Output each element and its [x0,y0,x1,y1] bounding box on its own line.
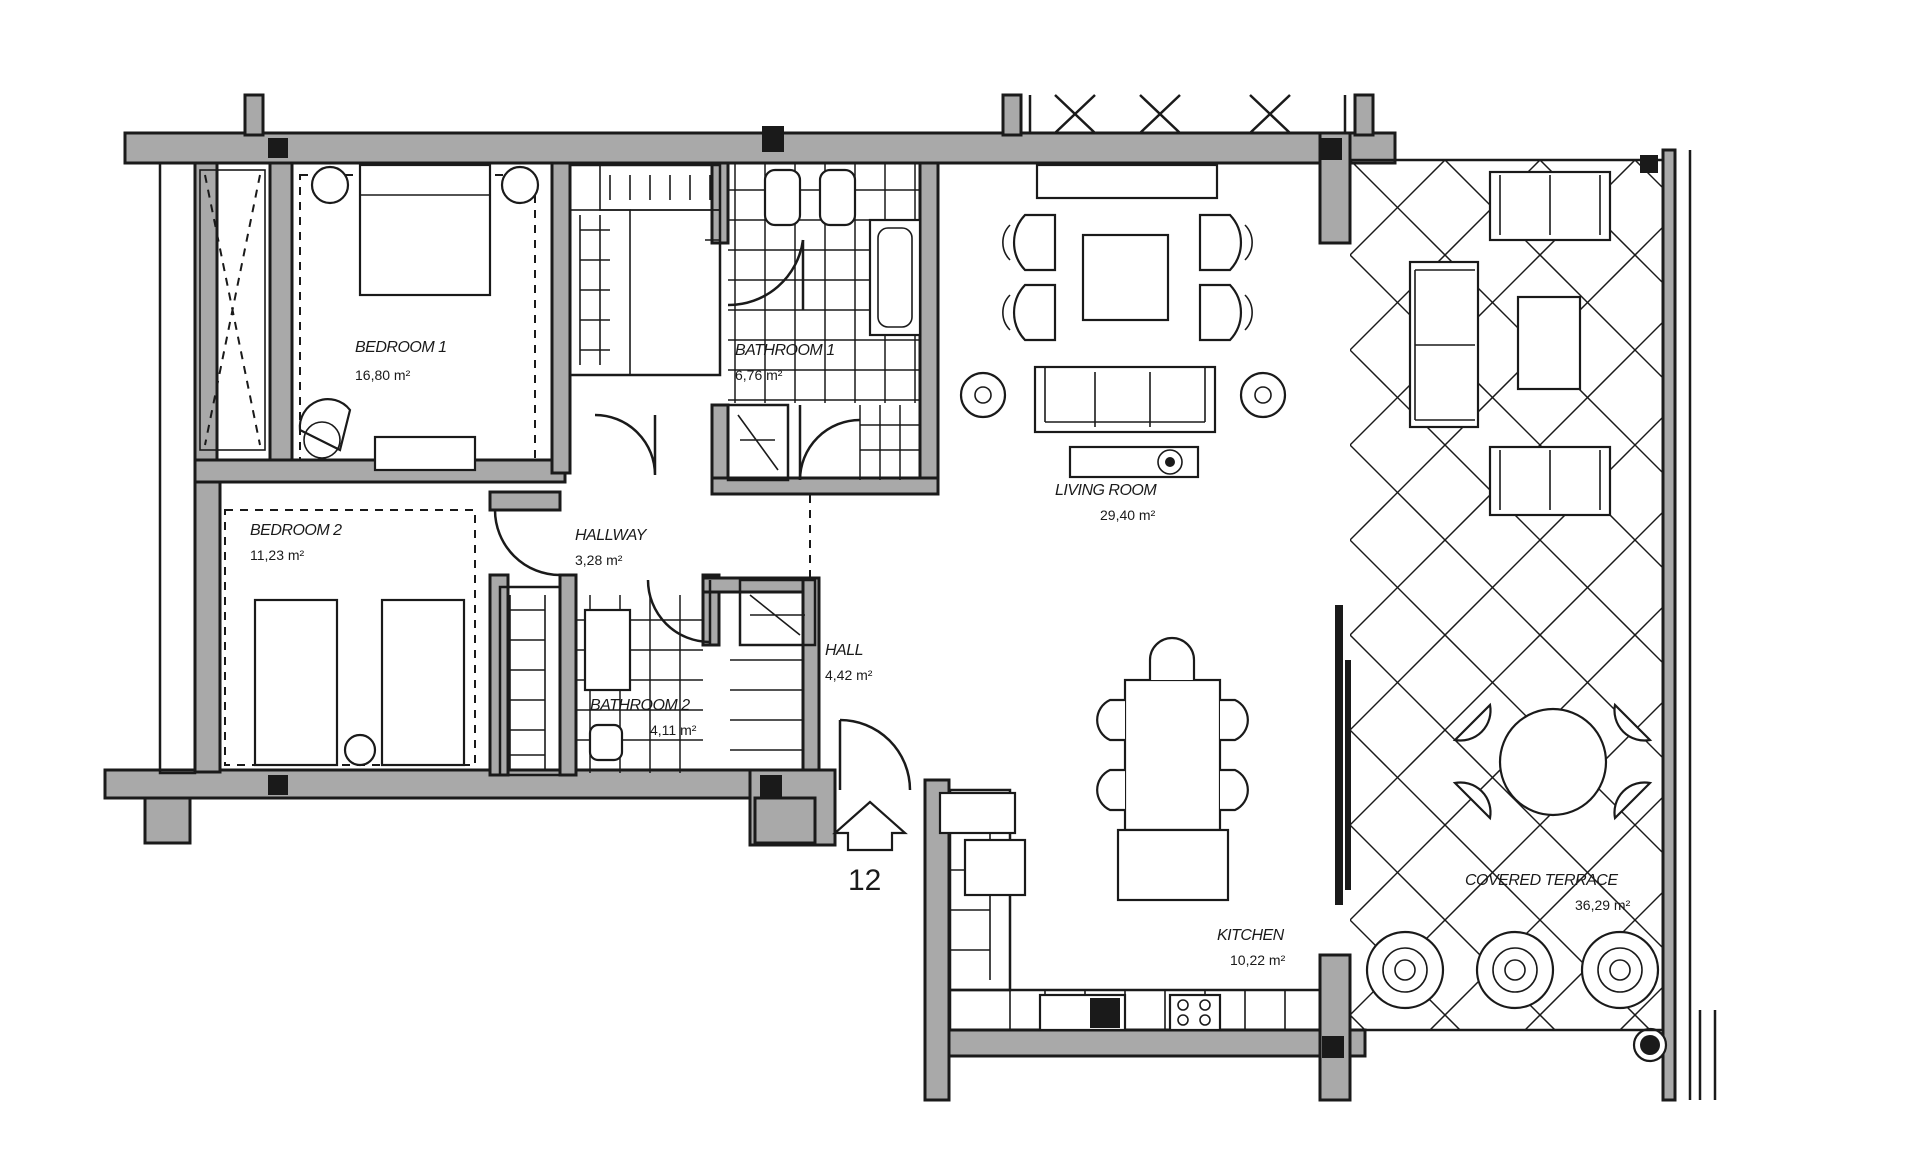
armchair-left-2 [1002,283,1057,342]
hall-name: HALL [825,642,863,659]
terrace-tile-line [1428,795,1663,1030]
kitchen-area: 10,22 m² [1230,952,1286,968]
entry-arrow-icon [832,800,908,852]
terrace-tile-line [1539,160,1663,285]
terrace-tile-line [1730,160,1920,1060]
hall-area: 4,42 m² [825,667,873,683]
unit-number: 12 [848,864,881,897]
terrace-tile-line [1825,160,1920,1060]
bedroom2-name: BEDROOM 2 [250,522,342,539]
closet-2 [498,585,562,777]
terrace-tile-line [0,160,210,1060]
dining-furniture [938,605,1351,1032]
terrace-tile-line [1350,728,1652,1030]
terrace-tile-line [1350,160,1636,447]
terrace-tile-line [1634,160,1663,190]
bathroom2-fixtures [576,578,817,773]
terrace-tile-line [1685,160,1920,1060]
top-window [1028,94,1347,134]
terrace-tile-line [1350,538,1663,855]
terrace-tile-line [1350,510,1663,827]
hallway-name: HALLWAY [575,527,648,544]
columns [268,126,1668,1063]
terrace-tiles [0,158,1920,1060]
terrace-area: 36,29 m² [1575,897,1631,913]
terrace-tile-line [1350,700,1663,1017]
closet-1 [568,163,722,377]
bathroom2-area: 4,11 m² [650,722,697,738]
terrace-tile-line [1350,633,1663,950]
bedroom2-area: 11,23 m² [250,547,305,563]
terrace-tile-line [1350,160,1541,352]
terrace-name: COVERED TERRACE [1465,872,1618,889]
terrace-tile-line [1350,225,1663,542]
terrace-tile-line [1444,160,1663,380]
terrace-tile-line [0,160,685,1060]
plant-2 [1475,930,1555,1010]
terrace-tile-line [1350,415,1663,732]
bathroom2-name: BATHROOM 2 [590,697,690,714]
bedroom1-area: 16,80 m² [355,367,411,383]
bedroom1-name: BEDROOM 1 [355,339,447,356]
bedroom2-furniture [224,509,476,767]
terrace-tile-line [1350,823,1557,1030]
living-room-furniture [959,163,1287,479]
plant-1 [1365,930,1445,1010]
terrace-furniture [1365,170,1660,1010]
hallway-doors [493,413,912,791]
bathroom1-fixtures [726,163,922,482]
terrace-tile-line [1350,160,1663,475]
terrace-tile-line [1350,348,1663,665]
terrace-tile-line [1350,443,1663,760]
bedroom1-furniture [298,163,540,472]
terrace-tile-line [210,160,1110,1060]
terrace-tile-line [1350,605,1663,922]
terrace-tile-line [1350,253,1663,570]
terrace-tile-line [1523,890,1663,1030]
west-balcony [158,161,266,775]
bathroom1-area: 6,76 m² [735,367,783,383]
room-labels: BEDROOM 1 16,80 m² BEDROOM 2 11,23 m² BA… [250,339,1631,968]
living-room-area: 29,40 m² [1100,507,1156,523]
plant-3 [1580,930,1660,1010]
hallway-area: 3,28 m² [575,552,623,568]
living-room-name: LIVING ROOM [1055,482,1157,499]
bathroom1-name: BATHROOM 1 [735,342,835,359]
armchair-right-2 [1198,283,1253,342]
armchair-right-1 [1198,213,1253,272]
terrace-tile-line [1350,320,1663,637]
kitchen-name: KITCHEN [1217,927,1285,944]
armchair-left-1 [1002,213,1057,272]
